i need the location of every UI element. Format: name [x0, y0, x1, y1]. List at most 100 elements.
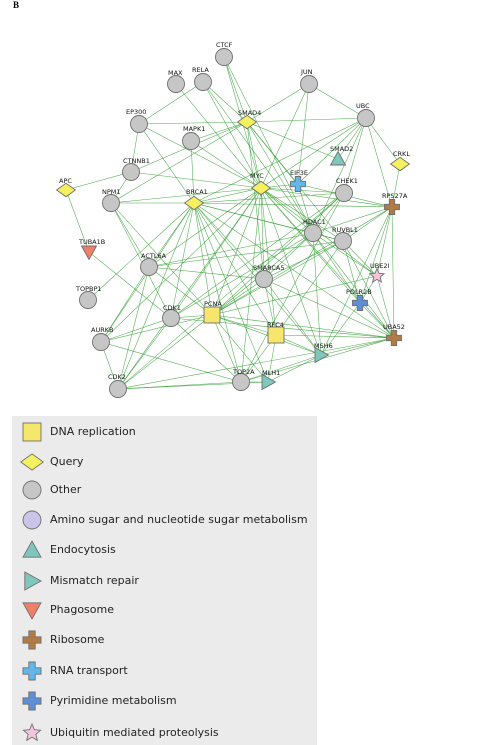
legend-symbol: [22, 480, 42, 500]
edge-pcna-aurkb: [100, 314, 213, 343]
edge-rela-myc: [202, 81, 262, 189]
node-msh6[interactable]: [314, 346, 330, 364]
node-actl6a[interactable]: [140, 258, 158, 276]
node-ube2i[interactable]: [368, 267, 386, 284]
legend-item-amino-sugar: Amino sugar and nucleotide sugar metabol…: [20, 508, 320, 532]
node-mapk1[interactable]: [182, 132, 200, 150]
edge-smad4-myc: [246, 121, 262, 189]
edge-cdk1-cdk2: [117, 317, 172, 390]
node-crkl[interactable]: [389, 156, 411, 172]
node-label-msh6: MSH6: [314, 342, 333, 350]
edge-brca1-cdk1: [170, 202, 195, 319]
node-label-brca1: BRCA1: [186, 188, 208, 196]
node-ctcf[interactable]: [215, 48, 233, 66]
node-label-smad4: SMAD4: [238, 109, 261, 117]
legend-symbol: [20, 453, 44, 471]
node-label-ctnnb1: CTNNB1: [123, 157, 150, 165]
node-label-apc: APC: [59, 177, 72, 185]
edge-brca1-rps27a: [193, 202, 393, 208]
node-top2a[interactable]: [232, 373, 250, 391]
node-rfc4[interactable]: [267, 326, 285, 344]
node-rps27a[interactable]: [384, 199, 400, 215]
node-eif3e[interactable]: [290, 176, 306, 192]
node-smad2[interactable]: [329, 150, 347, 166]
node-ruvbl1[interactable]: [334, 232, 352, 250]
node-ubc[interactable]: [357, 109, 375, 127]
edge-crkl-ubc: [365, 117, 401, 165]
node-mlh1[interactable]: [261, 373, 277, 391]
node-label-myc: MYC: [250, 172, 264, 180]
node-chek1[interactable]: [335, 184, 353, 202]
legend-label: Amino sugar and nucleotide sugar metabol…: [50, 513, 308, 526]
node-brca1[interactable]: [183, 195, 205, 211]
edge-myc-rfc4: [260, 187, 277, 336]
node-hdac1[interactable]: [304, 224, 322, 242]
node-tuba1b[interactable]: [80, 245, 98, 261]
edge-hdac1-smarca5: [263, 232, 314, 280]
edge-actl6a-cdk2: [117, 266, 150, 390]
legend-symbol: [22, 540, 42, 558]
edge-cdk1-top2a: [170, 317, 242, 383]
edge-ruvbl1-actl6a: [148, 240, 344, 268]
edge-ubc-chek1: [343, 117, 367, 194]
edge-ctcf-smad4: [223, 56, 248, 123]
legend-item-pyrimidine: Pyrimidine metabolism: [20, 689, 320, 713]
circle-icon: [22, 480, 42, 500]
node-jun[interactable]: [300, 75, 318, 93]
edge-smarca5-pcna: [211, 278, 265, 316]
node-ctnnb1[interactable]: [122, 163, 140, 181]
node-label-ubc: UBC: [356, 102, 370, 110]
edge-ube2i-uba52: [376, 275, 395, 339]
edge-myc-ruvbl1: [260, 187, 344, 242]
node-smarca5[interactable]: [255, 270, 273, 288]
edge-myc-cdk2: [117, 187, 262, 390]
edge-myc-smarca5: [260, 187, 265, 280]
edge-rela-smad4: [202, 81, 248, 123]
cross-icon: [22, 661, 42, 681]
node-aurkb[interactable]: [92, 333, 110, 351]
node-apc[interactable]: [55, 182, 77, 198]
node-label-cdk2: CDK2: [108, 373, 126, 381]
node-layer: [55, 48, 411, 398]
edge-brca1-actl6a: [148, 202, 195, 268]
edge-brca1-chek1: [193, 192, 345, 204]
diamond-icon: [20, 453, 44, 471]
node-pcna[interactable]: [203, 306, 221, 324]
node-npm1[interactable]: [102, 194, 120, 212]
node-label-eif3e: EIF3E: [290, 169, 308, 177]
edge-hdac1-uba52: [312, 232, 395, 339]
legend-label: DNA replication: [50, 425, 136, 438]
node-smad4[interactable]: [236, 114, 258, 130]
legend-item-ubiquitin: Ubiquitin mediated proteolysis: [20, 721, 320, 745]
edge-actl6a-pcna: [148, 266, 213, 316]
edge-aurkb-top2a: [100, 341, 242, 383]
node-label-polr2b: POLR2B: [346, 288, 372, 296]
node-myc[interactable]: [250, 180, 272, 196]
node-label-ube2i: UBE2I: [370, 262, 389, 270]
edge-myc-npm1: [110, 187, 262, 204]
edge-apc-ctnnb1: [65, 171, 132, 191]
node-rela[interactable]: [194, 73, 212, 91]
edge-myc-rps27a: [260, 187, 393, 208]
node-label-ctcf: CTCF: [216, 41, 233, 49]
edge-rps27a-ube2i: [376, 206, 393, 277]
node-ep300[interactable]: [130, 115, 148, 133]
node-uba52[interactable]: [386, 330, 402, 346]
edge-ubc-smad4: [246, 117, 367, 123]
node-cdk1[interactable]: [162, 309, 180, 327]
legend-symbol: [22, 602, 42, 620]
legend-item-mismatch-repair: Mismatch repair: [20, 569, 320, 593]
node-polr2b[interactable]: [352, 295, 368, 311]
edge-rela-hdac1: [202, 81, 314, 234]
node-topbp1[interactable]: [79, 291, 97, 309]
node-label-rela: RELA: [192, 66, 209, 74]
legend-label: Other: [50, 483, 82, 496]
node-cdk2[interactable]: [109, 380, 127, 398]
edge-brca1-topbp1: [87, 202, 195, 301]
edge-pcna-top2a: [211, 314, 242, 383]
node-label-actl6a: ACTL6A: [141, 252, 167, 260]
node-max[interactable]: [167, 75, 185, 93]
